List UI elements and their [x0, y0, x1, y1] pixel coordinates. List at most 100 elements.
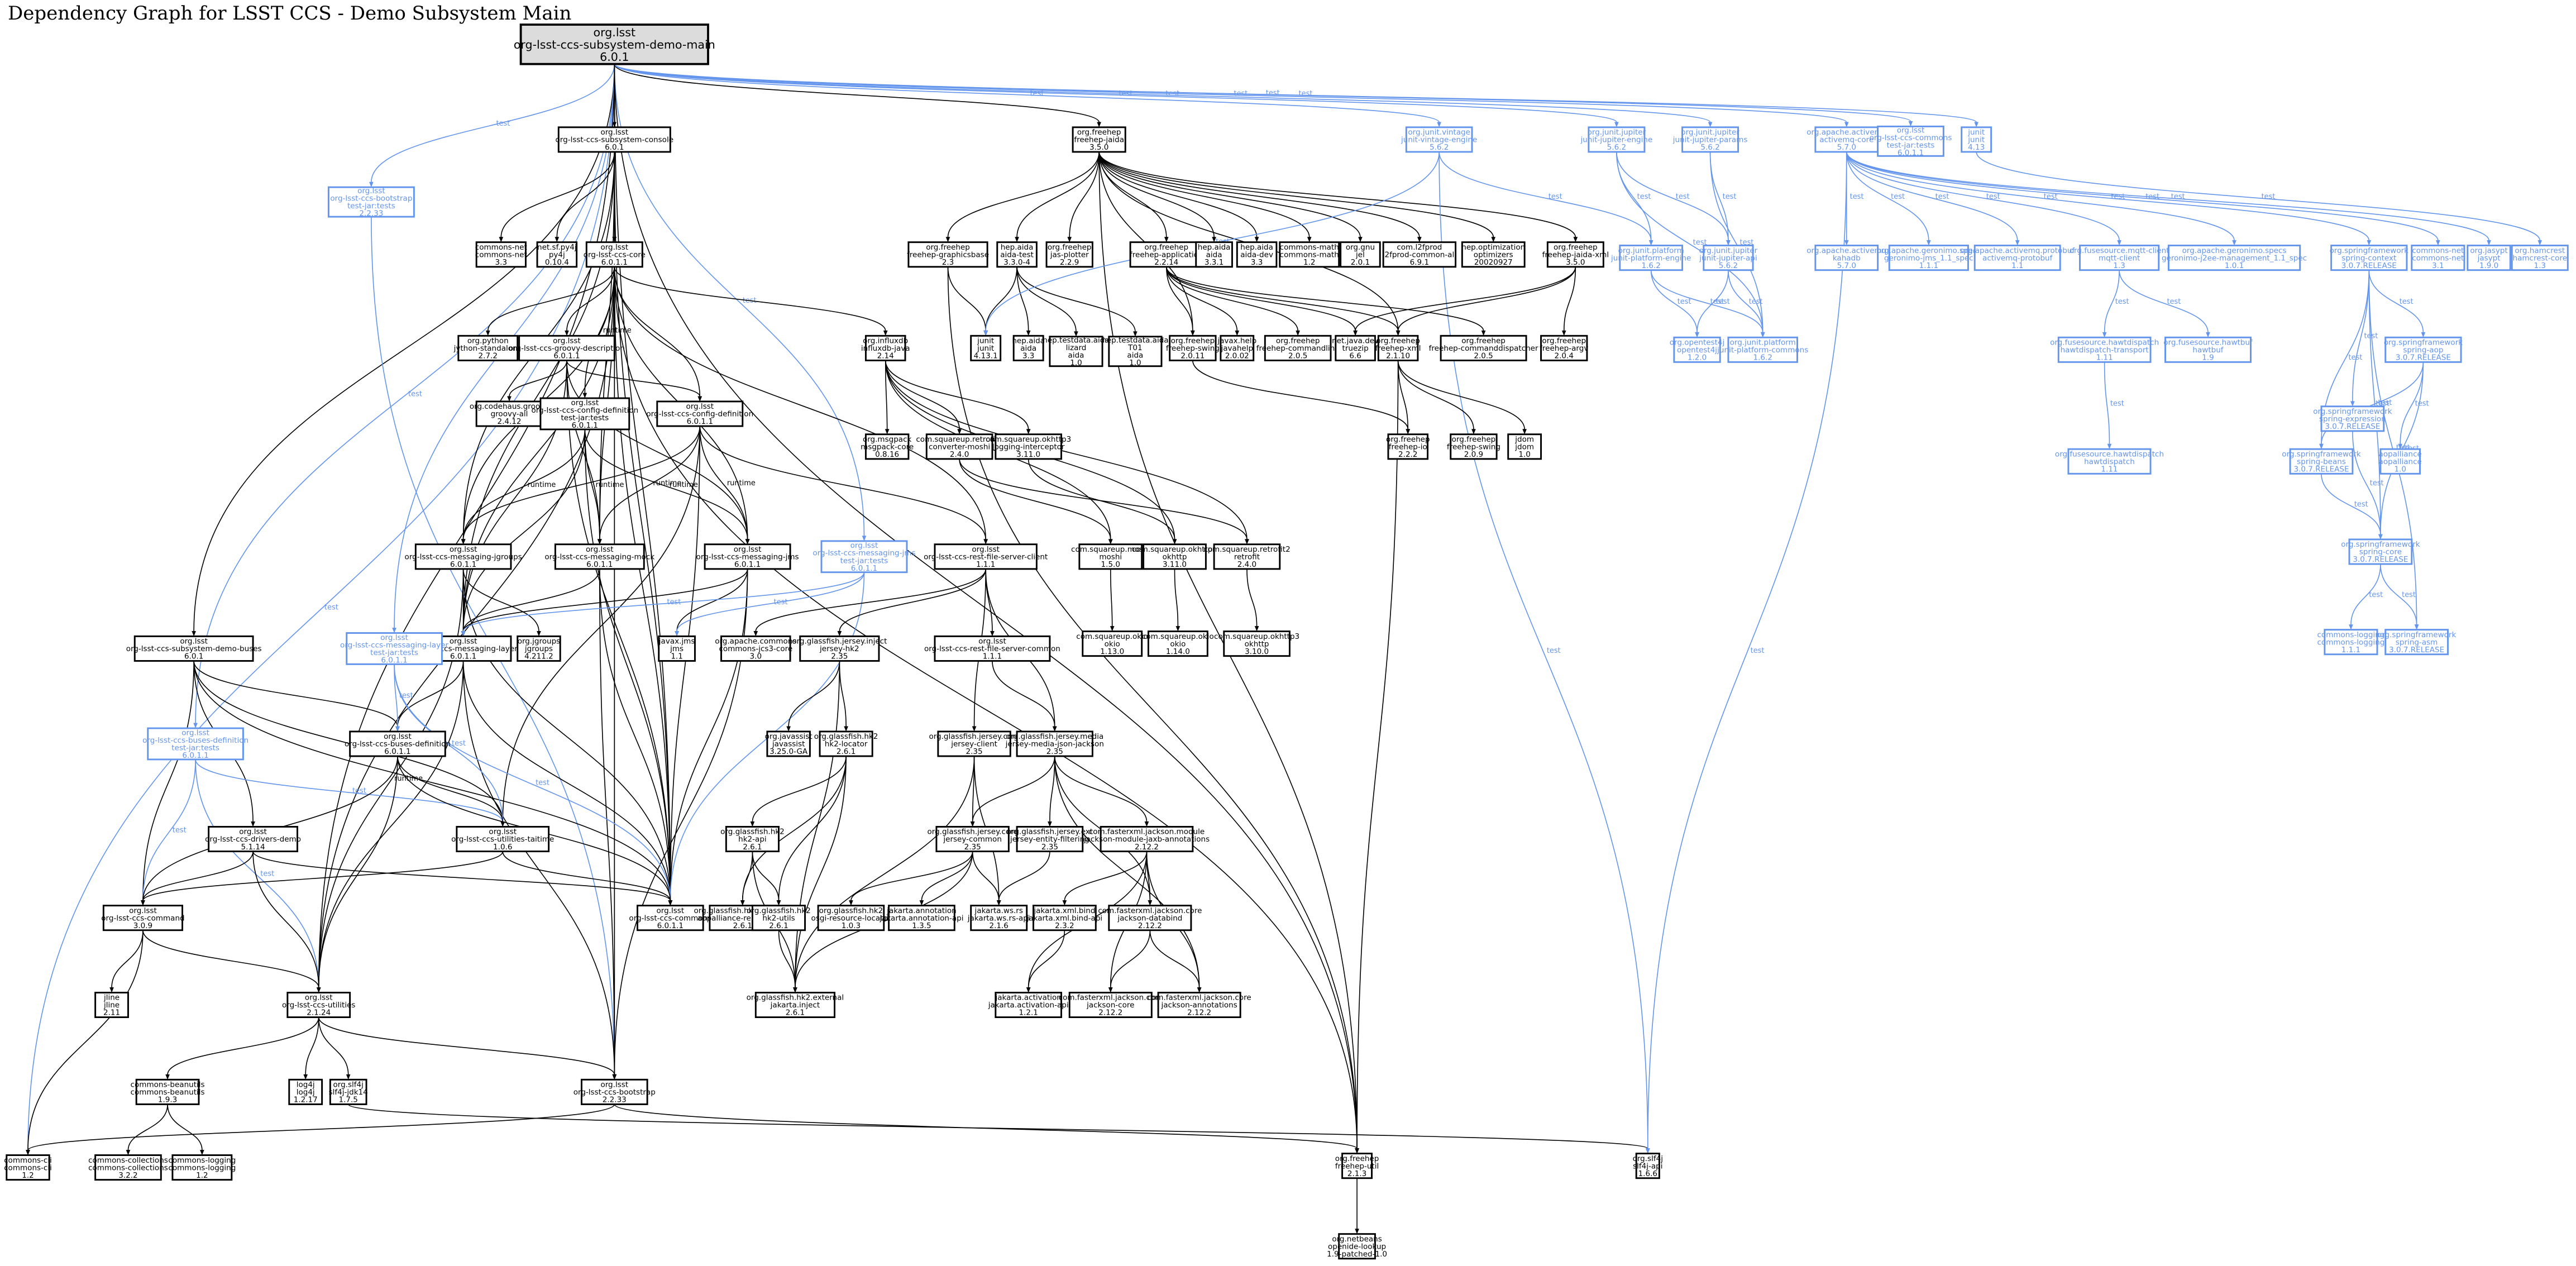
node-jupiterengine[interactable]: org.junit.jupiterjunit-jupiter-engine5.6…: [1580, 126, 1652, 153]
node-xmlbind[interactable]: jakarta.xml.bindjakarta.xml.bind-api2.3.…: [1026, 905, 1103, 931]
node-activation[interactable]: jakarta.activationjakarta.activation-api…: [988, 991, 1069, 1019]
node-jms[interactable]: org.lsstorg-lsst-ccs-messaging-jms6.0.1.…: [696, 543, 799, 570]
node-busesdef_tests[interactable]: org.lsstorg-lsst-ccs-buses-definitiontes…: [142, 727, 248, 761]
node-springcontext[interactable]: org.springframeworkspring-context3.0.7.R…: [2330, 245, 2409, 271]
node-hawtdispatch[interactable]: org.fusesource.hawtdispatchhawtdispatch1…: [2055, 448, 2164, 475]
node-jupiterparams[interactable]: org.junit.jupiterjunit-jupiter-params5.6…: [1672, 126, 1748, 153]
node-jacksoncore[interactable]: com.fasterxml.jackson.corejackson-core2.…: [1059, 991, 1163, 1019]
node-restclient[interactable]: org.lsstorg-lsst-ccs-rest-file-server-cl…: [924, 543, 1048, 570]
node-restcommon[interactable]: org.lsstorg-lsst-ccs-rest-file-server-co…: [924, 635, 1060, 662]
node-collections[interactable]: commons-collectionscommons-collections3.…: [88, 1154, 168, 1181]
node-jerseyclient[interactable]: org.glassfish.jersey.corejersey-client2.…: [929, 730, 1020, 757]
node-configdef[interactable]: org.lsstorg-lsst-ccs-config-definition6.…: [646, 400, 753, 427]
node-osgiloc[interactable]: org.glassfish.hk2osgi-resource-locator1.…: [811, 905, 891, 931]
node-bootstrap_tests[interactable]: org.lsstorg-lsst-ccs-bootstraptest-jar:t…: [327, 186, 415, 218]
node-console[interactable]: org.lsstorg-lsst-ccs-subsystem-console6.…: [556, 126, 673, 153]
node-springasm[interactable]: org.springframeworkspring-asm3.0.7.RELEA…: [2377, 629, 2456, 656]
node-busesdef[interactable]: org.lsstorg-lsst-ccs-buses-definition6.0…: [345, 730, 451, 757]
node-vintage[interactable]: org.junit.vintagejunit-vintage-engine5.6…: [1401, 126, 1477, 153]
node-geronimoj2ee[interactable]: org.apache.geronimo.specsgeronimo-j2ee-m…: [2162, 245, 2307, 271]
node-demobuses[interactable]: org.lsstorg-lsst-ccs-subsystem-demo-buse…: [126, 635, 262, 662]
node-hawtdispatchtransport[interactable]: org.fusesource.hawtdispatchhawtdispatch-…: [2050, 336, 2159, 363]
node-root[interactable]: org.lsstorg-lsst-ccs-subsystem-demo-main…: [514, 23, 715, 65]
node-cmddispatcher[interactable]: org.freehepfreehep-commanddispatcher2.0.…: [1429, 335, 1538, 361]
node-taitime[interactable]: org.lsstorg-lsst-ccs-utilities-taitime1.…: [451, 825, 554, 853]
node-springexpression[interactable]: org.springframeworkspring-expression3.0.…: [2313, 405, 2392, 432]
node-geronimojms[interactable]: org.apache.geronimo.specsgeronimo-jms_1.…: [1876, 245, 1981, 271]
node-platformcommons[interactable]: org.junit.platformjunit-platform-commons…: [1717, 336, 1808, 363]
node-springbeans[interactable]: org.springframeworkspring-beans3.0.7.REL…: [2282, 448, 2361, 475]
node-jaxbann[interactable]: com.fasterxml.jackson.modulejackson-modu…: [1083, 825, 1210, 853]
node-convmoshi[interactable]: com.squareup.retrofit2converter-moshi2.4…: [916, 433, 1003, 460]
node-jgroupsmsg[interactable]: org.lsstorg-lsst-ccs-messaging-jgroups6.…: [405, 543, 522, 570]
node-mock[interactable]: org.lsstorg-lsst-ccs-messaging-mock6.0.1…: [544, 543, 654, 570]
node-jerseycommon[interactable]: org.glassfish.jersey.corejersey-common2.…: [928, 825, 1018, 853]
node-jerseyjackson[interactable]: org.glassfish.jersey.mediajersey-media-j…: [1005, 730, 1104, 757]
node-springaop[interactable]: org.springframeworkspring-aop3.0.7.RELEA…: [2384, 336, 2463, 363]
node-jakartaann[interactable]: jakarta.annotationjakarta.annotation-api…: [879, 905, 963, 931]
node-springcore[interactable]: org.springframeworkspring-core3.0.7.RELE…: [2341, 538, 2420, 565]
node-protobuf[interactable]: org.apache.activemq.protobufactivemq-pro…: [1960, 245, 2075, 271]
node-configdef_tests[interactable]: org.lsstorg-lsst-ccs-config-definitionte…: [531, 397, 638, 431]
node-groovydesc[interactable]: org.lsstorg-lsst-ccs-groovy-description6…: [509, 335, 625, 361]
